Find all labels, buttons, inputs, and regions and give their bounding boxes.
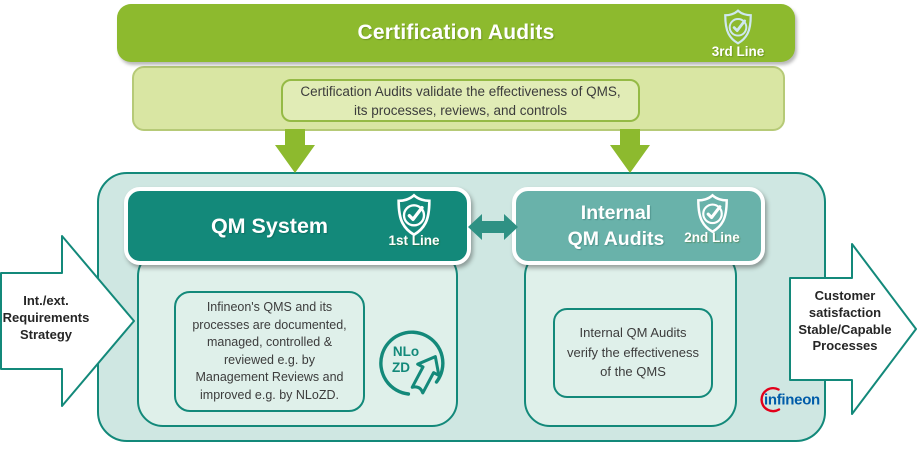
double-arrow-icon <box>468 214 518 240</box>
certification-note-line2: its processes, reviews, and controls <box>353 102 568 118</box>
input-label-line: Int./ext. <box>23 293 69 308</box>
output-flow-label: Customer satisfaction Stable/Capable Pro… <box>791 288 899 355</box>
qm-system-title: QM System <box>210 213 329 238</box>
shield-check-icon <box>724 9 752 45</box>
input-label-line: Strategy <box>19 327 73 342</box>
output-flow-arrow <box>789 243 917 415</box>
qm-note-line: processes are documented, <box>192 317 347 332</box>
shield-check-icon <box>397 193 431 237</box>
qm-system-header: QM System 1st Line <box>124 187 471 265</box>
certification-note-line1: Certification Audits validate the effect… <box>300 83 621 99</box>
qm-note-line: reviewed e.g. by <box>223 352 316 367</box>
output-label-line: satisfaction <box>808 304 882 320</box>
input-label-line: Requirements <box>2 310 90 325</box>
internal-note-line: Internal QM Audits <box>579 325 687 340</box>
internal-audits-content-box: Internal QM Audits verify the effectiven… <box>524 250 737 427</box>
output-label-line: Customer <box>814 288 876 303</box>
second-line-label: 2nd Line <box>684 230 740 245</box>
first-line-label: 1st Line <box>388 233 440 248</box>
qm-system-note: Infineon's QMS and its processes are doc… <box>174 291 365 412</box>
qm-note-line: managed, controlled & <box>206 335 333 350</box>
internal-title-line2: QM Audits <box>567 228 665 250</box>
third-line-label: 3rd Line <box>711 44 765 59</box>
certification-audits-banner: Certification Audits 3rd Line <box>117 4 795 62</box>
svg-text:ZD: ZD <box>392 360 410 375</box>
internal-audits-note: Internal QM Audits verify the effectiven… <box>553 308 713 398</box>
input-flow-arrow <box>0 235 135 407</box>
svg-text:NLo: NLo <box>393 344 419 359</box>
down-arrow-icon <box>610 129 650 173</box>
internal-note-line: verify the effectiveness <box>567 344 699 360</box>
second-line-badge: 2nd Line <box>674 193 750 245</box>
first-line-badge: 1st Line <box>383 193 445 248</box>
shield-check-icon <box>696 193 728 234</box>
down-arrow-icon <box>275 129 315 173</box>
infineon-logo: infineon <box>760 386 820 413</box>
internal-audits-title: Internal QM Audits <box>526 191 706 261</box>
qm-note-line: Infineon's QMS and its <box>206 300 333 314</box>
svg-text:infineon: infineon <box>764 392 820 409</box>
internal-note-line: of the QMS <box>600 364 666 379</box>
nlozd-improvement-icon: NLo ZD <box>379 330 445 396</box>
third-line-badge: 3rd Line <box>705 9 771 59</box>
certification-audits-title: Certification Audits <box>357 21 555 44</box>
qm-note-line: improved e.g. by NLoZD. <box>200 387 339 402</box>
input-flow-label: Int./ext. Requirements Strategy <box>0 292 92 343</box>
certification-panel: Certification Audits validate the effect… <box>132 66 785 131</box>
certification-note: Certification Audits validate the effect… <box>281 79 640 122</box>
output-label-line: Stable/Capable <box>798 321 892 337</box>
internal-audits-header: Internal QM Audits 2nd Line <box>512 187 765 265</box>
qm-system-content-box: Infineon's QMS and its processes are doc… <box>137 250 458 427</box>
output-label-line: Processes <box>812 338 878 354</box>
qm-note-line: Management Reviews and <box>195 370 344 385</box>
internal-title-line1: Internal <box>580 202 652 224</box>
